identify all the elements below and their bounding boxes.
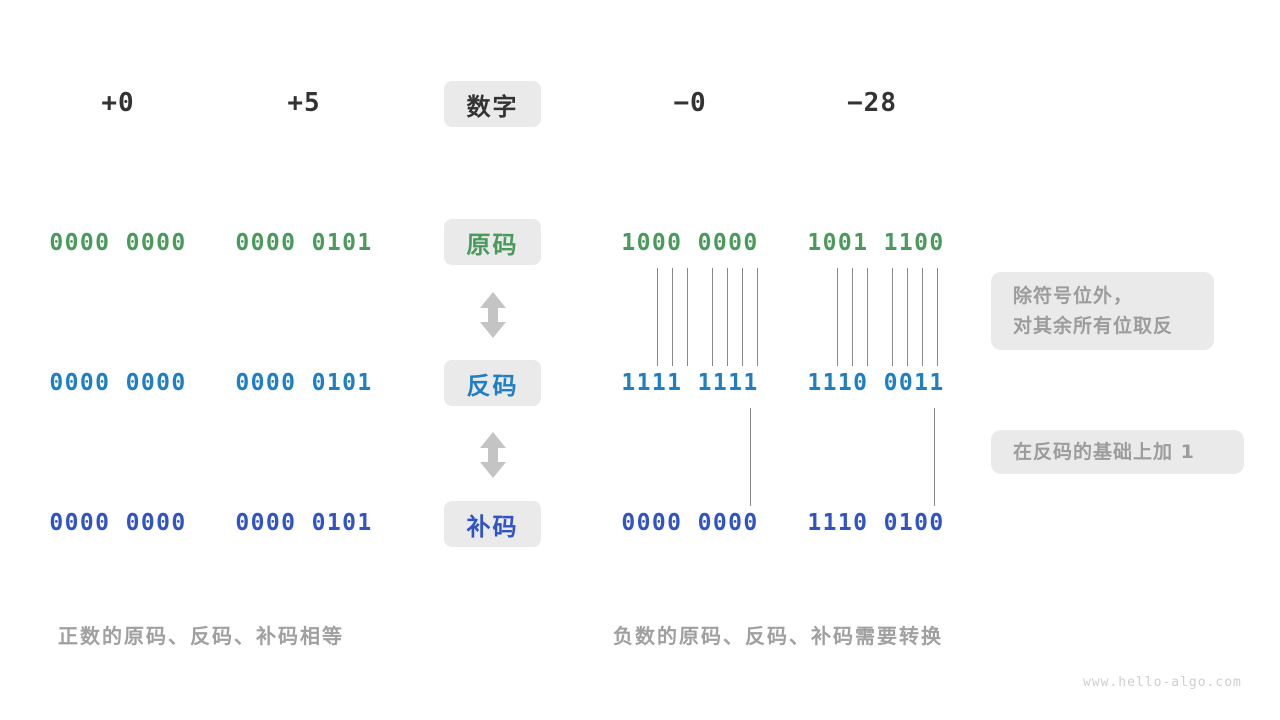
value-ones-complement-plus-five: 0000 0101 <box>235 370 373 396</box>
value-sign-magnitude-plus-zero: 0000 0000 <box>49 230 187 256</box>
value-sign-magnitude-plus-five: 0000 0101 <box>235 230 373 256</box>
header-minus-28: −28 <box>847 88 897 118</box>
watermark: www.hello-algo.com <box>1083 675 1242 690</box>
up-down-arrow-icon <box>473 290 513 344</box>
up-down-arrow-icon <box>473 430 513 484</box>
caption-positive-numbers: 正数的原码、反码、补码相等 <box>58 624 344 648</box>
row-label-twos-complement: 补码 <box>444 501 541 547</box>
value-twos-complement-plus-zero: 0000 0000 <box>49 510 187 536</box>
value-ones-complement-minus-28: 1110 0011 <box>807 370 945 396</box>
row-label-ones-complement: 反码 <box>444 360 541 406</box>
carry-connector-line <box>934 408 935 506</box>
caption-negative-numbers: 负数的原码、反码、补码需要转换 <box>613 624 943 648</box>
value-twos-complement-plus-five: 0000 0101 <box>235 510 373 536</box>
connector-line <box>687 268 688 366</box>
value-sign-magnitude-minus-zero: 1000 0000 <box>621 230 759 256</box>
carry-connector-line <box>750 408 751 506</box>
note-add-one: 在反码的基础上加 1 <box>991 430 1244 474</box>
value-sign-magnitude-minus-28: 1001 1100 <box>807 230 945 256</box>
connector-line <box>892 268 893 366</box>
column-label-number: 数字 <box>444 81 541 127</box>
connector-line <box>922 268 923 366</box>
connector-line <box>907 268 908 366</box>
connector-line <box>757 268 758 366</box>
connector-line <box>727 268 728 366</box>
connector-line <box>712 268 713 366</box>
connector-line <box>742 268 743 366</box>
connector-line <box>837 268 838 366</box>
header-plus-zero: +0 <box>101 88 135 118</box>
value-twos-complement-minus-zero: 0000 0000 <box>621 510 759 536</box>
connector-line <box>937 268 938 366</box>
value-ones-complement-plus-zero: 0000 0000 <box>49 370 187 396</box>
note-invert-bits: 除符号位外， 对其余所有位取反 <box>991 272 1214 350</box>
connector-line <box>867 268 868 366</box>
connector-line <box>657 268 658 366</box>
connector-line <box>672 268 673 366</box>
row-label-sign-magnitude: 原码 <box>444 219 541 265</box>
value-ones-complement-minus-zero: 1111 1111 <box>621 370 759 396</box>
header-minus-zero: −0 <box>673 88 707 118</box>
connector-line <box>852 268 853 366</box>
header-plus-five: +5 <box>287 88 321 118</box>
value-twos-complement-minus-28: 1110 0100 <box>807 510 945 536</box>
